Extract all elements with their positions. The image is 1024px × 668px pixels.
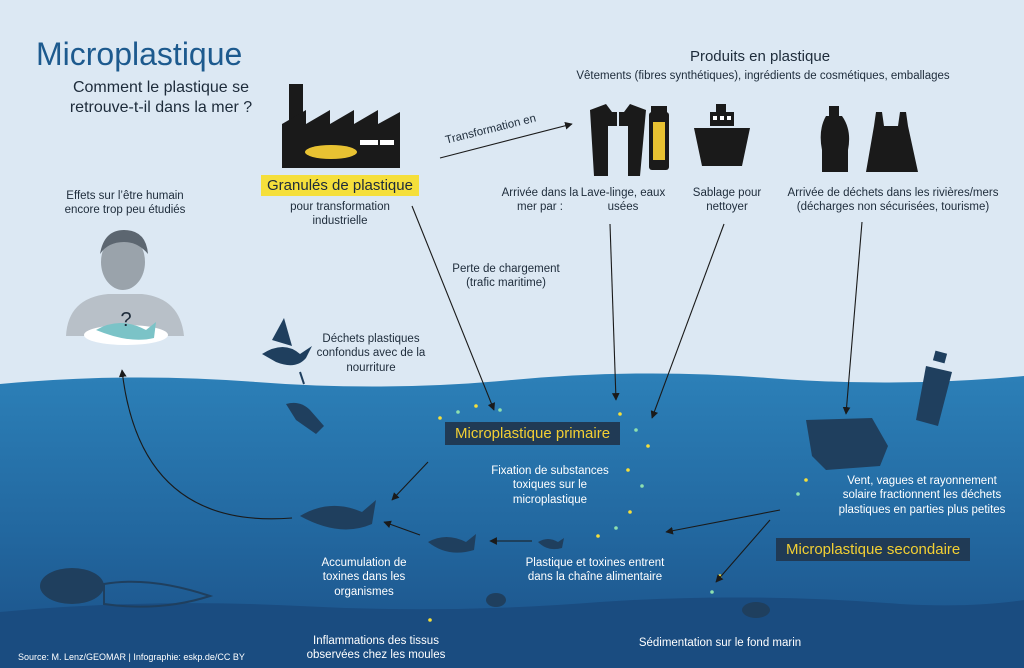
sandblasting-label: Sablage pour nettoyer bbox=[692, 187, 762, 214]
small-fish-icon bbox=[538, 538, 564, 550]
subtitle: Comment le plastique se retrouve-t-il da… bbox=[69, 79, 253, 116]
ship-icon bbox=[694, 104, 750, 166]
granules-note: pour transformation industrielle bbox=[290, 201, 390, 228]
cosmetic-tube-icon bbox=[649, 106, 669, 170]
products-examples: Vêtements (fibres synthétiques), ingrédi… bbox=[576, 70, 950, 82]
weathering-label: Vent, vagues et rayonnement solaire frac… bbox=[838, 475, 1006, 516]
turtle-icon bbox=[742, 602, 770, 618]
mussels-label: Inflammations des tissus observées chez … bbox=[306, 635, 446, 662]
products-heading: Produits en plastique bbox=[689, 48, 831, 65]
sinking-debris-icon bbox=[286, 402, 324, 434]
accumulation-label: Accumulation de toxines dans les organis… bbox=[321, 557, 407, 598]
granules-label: Granulés de plastique bbox=[261, 175, 419, 196]
page-title: Microplastique bbox=[36, 36, 243, 72]
floating-bag-icon bbox=[806, 418, 888, 470]
sea-floor bbox=[0, 597, 1024, 668]
bird-label: Déchets plastiques confondus avec de la … bbox=[316, 333, 426, 374]
primary-label: Microplastique primaire bbox=[445, 422, 621, 445]
factory-icon bbox=[282, 84, 400, 168]
medium-fish-icon bbox=[428, 534, 476, 553]
bird-icon bbox=[262, 318, 312, 385]
floating-bottle-icon bbox=[916, 350, 952, 426]
toxic-fixation-label: Fixation de substances toxiques sur le m… bbox=[491, 465, 609, 506]
flow-arrows bbox=[118, 122, 863, 583]
laundry-label: Lave-linge, eaux usées bbox=[580, 187, 666, 214]
human-effects: Effets sur l’être humain encore trop peu… bbox=[64, 190, 186, 217]
arrival-label: Arrivée dans la mer par : bbox=[501, 187, 579, 214]
bottle-icon bbox=[820, 106, 850, 172]
secondary-label: Microplastique secondaire bbox=[776, 538, 971, 561]
large-fish-icon bbox=[300, 500, 376, 530]
rivers-label: Arrivée de déchets dans les rivières/mer… bbox=[787, 187, 999, 214]
fishing-net-icon bbox=[40, 568, 214, 608]
sedimentation-label: Sédimentation sur le fond marin bbox=[638, 637, 802, 649]
human-icon bbox=[66, 230, 184, 345]
food-chain-label: Plastique et toxines entrent dans la cha… bbox=[525, 557, 665, 584]
question-mark: ? bbox=[120, 309, 132, 331]
crab-icon bbox=[486, 593, 506, 607]
sea bbox=[0, 373, 1024, 668]
cargo-loss-label: Perte de chargement (trafic maritime) bbox=[452, 263, 560, 290]
jacket-icon bbox=[590, 104, 646, 176]
plastic-bag-icon bbox=[866, 112, 918, 172]
source-credit: Source: M. Lenz/GEOMAR | Infographie: es… bbox=[18, 652, 245, 662]
